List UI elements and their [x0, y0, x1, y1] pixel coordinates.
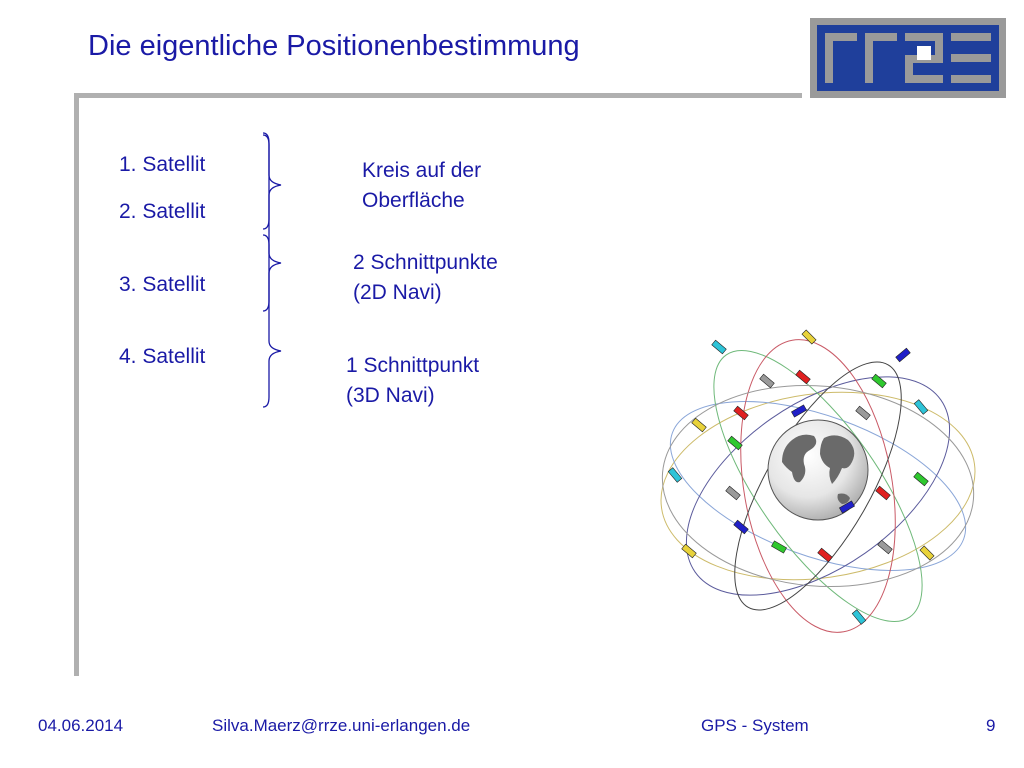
result-3d-line1: 1 Schnittpunkt: [346, 354, 480, 377]
satellite-label-1: 1. Satellit: [119, 153, 206, 176]
result-2d: 2 Schnittpunkte (2D Navi): [353, 248, 498, 308]
brace-1: [262, 132, 282, 230]
grouping-braces: [262, 132, 282, 408]
result-circle-line2: Oberfläche: [362, 189, 465, 212]
result-circle: Kreis auf der Oberfläche: [362, 156, 481, 216]
satellite-label-2: 2. Satellit: [119, 200, 206, 223]
top-divider: [78, 93, 802, 98]
result-2d-line2: (2D Navi): [353, 281, 442, 304]
result-circle-line1: Kreis auf der: [362, 159, 482, 182]
result-3d: 1 Schnittpunkt (3D Navi): [346, 351, 479, 411]
brace-2: [262, 134, 282, 312]
result-3d-line2: (3D Navi): [346, 384, 435, 407]
footer-email: Silva.Maerz@rrze.uni-erlangen.de: [212, 716, 471, 735]
footer-topic: GPS - System: [701, 716, 809, 735]
footer-date: 04.06.2014: [38, 716, 124, 735]
rrze-logo: [810, 18, 1006, 98]
left-divider: [74, 93, 79, 676]
slide-title: Die eigentliche Positionenbestimmung: [88, 30, 580, 62]
satellite-label-4: 4. Satellit: [119, 345, 206, 368]
brace-3: [262, 234, 282, 408]
gps-constellation-illustration: [660, 329, 976, 633]
footer-page-number: 9: [986, 716, 996, 735]
result-2d-line1: 2 Schnittpunkte: [353, 251, 498, 274]
satellite-label-3: 3. Satellit: [119, 273, 206, 296]
